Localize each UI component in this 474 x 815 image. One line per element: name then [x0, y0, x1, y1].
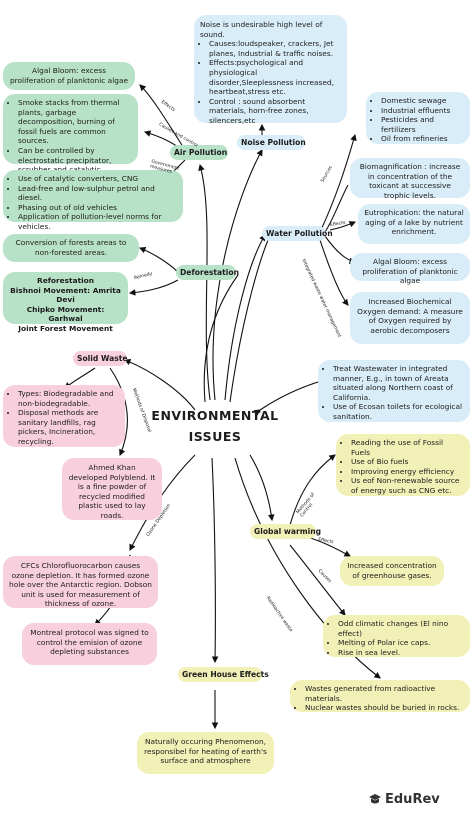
- global-causes: Odd climatic changes (El nino effect) Me…: [323, 615, 470, 657]
- branch-noise: [212, 149, 263, 401]
- global-control-2: Improving energy efficiency: [351, 467, 464, 477]
- solid-polyblend: Ahmed Khan developed Polyblend. It is a …: [62, 458, 162, 520]
- air-effects: Algal Bloom: excess proliferation of pla…: [3, 62, 135, 90]
- branch-global: [249, 454, 275, 522]
- water-treatment-0: Treat Wastewater in integrated manner, E…: [333, 364, 464, 402]
- branch-water: [224, 234, 266, 401]
- solid-type-0: Types: Biodegradable and non-biodegradab…: [18, 389, 119, 408]
- noise-detail-2: Effects:psychological and physiological …: [209, 58, 341, 96]
- global-cause-0: Odd climatic changes (El nino effect): [338, 619, 464, 638]
- water-bod: Increased Biochemical Oxygen demand: A m…: [350, 292, 470, 344]
- water-source-0: Domestic sewage: [381, 96, 464, 106]
- water-sources: Domestic sewage Industrial effluents Pes…: [366, 92, 470, 144]
- topic-solid-waste: Solid Waste: [73, 351, 128, 366]
- water-algal-bloom: Algal Bloom: excess proliferation of pla…: [350, 253, 470, 285]
- air-measure-3: Application of pollution-level norms for…: [18, 212, 177, 231]
- water-source-3: Oil from refineries: [381, 134, 464, 144]
- solid-type-1: Disposal methods are sanitary landfills,…: [18, 408, 119, 446]
- air-causes: Smoke stacks from thermal plants, garbag…: [3, 94, 138, 184]
- global-cause-2: Rise in sea level.: [338, 648, 464, 658]
- water-treatment-1: Use of Ecosan toilets for ecological san…: [333, 402, 464, 421]
- deforestation-remedy: Reforestation Bishnoi Movement: Amrita D…: [3, 272, 128, 333]
- water-source-2: Pesticides and fertilizers: [381, 115, 464, 134]
- topic-water-pollution: Water Pollution: [262, 226, 333, 241]
- solid-types: Types: Biodegradable and non-biodegradab…: [3, 385, 125, 447]
- branch-water-2: [229, 239, 269, 403]
- radio-item-0: Wastes generated from radioactive materi…: [305, 684, 464, 703]
- branch-greenhouse: [211, 457, 219, 664]
- ozone-cfc: CFCs Chlorofluorocarbon causes ozone dep…: [3, 556, 158, 608]
- global-control: Reading the use of Fossil Fuels Use of B…: [336, 434, 470, 496]
- topic-noise-pollution: Noise Pollution: [237, 135, 306, 150]
- topic-global-warming: Global warming: [250, 524, 321, 539]
- air-measure-1: Lead-free and low-sulphur petrol and die…: [18, 184, 177, 203]
- global-cause-1: Melting of Polar ice caps.: [338, 638, 464, 648]
- topic-air-pollution: Air Pollution: [170, 145, 228, 160]
- graduation-cap-icon: [369, 794, 381, 804]
- noise-detail-3: Control : sound absorbent materials, hor…: [209, 97, 341, 126]
- topic-deforestation: Deforestation: [176, 265, 239, 280]
- water-treatment: Treat Wastewater in integrated manner, E…: [318, 360, 470, 422]
- radio-item-1: Nuclear wastes should be buried in rocks…: [305, 703, 464, 713]
- title-line-2: ISSUES: [188, 429, 242, 444]
- water-biomagnification: Biomagnification : increase in concentra…: [350, 158, 470, 200]
- water-eutrophication: Eutrophication: the natural aging of a l…: [358, 204, 470, 244]
- radioactive-details: Wastes generated from radioactive materi…: [290, 680, 470, 712]
- noise-detail-0: Noise is undesirable high level of sound…: [200, 20, 323, 39]
- global-effects: Increased concentration of greenhouse ga…: [340, 556, 444, 586]
- air-measure-2: Phasing out of old vehicles: [18, 203, 177, 213]
- remedy-0: Reforestation: [37, 276, 94, 285]
- branch-radio: [234, 457, 381, 679]
- deforestation-definition: Conversion of forests areas to non-fores…: [3, 234, 139, 262]
- ozone-montreal: Montreal protocol was signed to control …: [22, 623, 157, 665]
- remedy-1: Bishnoi Movement: Amrita Devi: [10, 285, 121, 305]
- air-measure-0: Use of catalytic converters, CNG: [18, 174, 177, 184]
- air-cause-0: Smoke stacks from thermal plants, garbag…: [18, 98, 132, 146]
- noise-details: Noise is undesirable high level of sound…: [194, 15, 347, 126]
- remedy-3: Joint Forest Movement: [18, 323, 113, 333]
- global-control-1: Use of Bio fuels: [351, 457, 464, 467]
- greenhouse-details: Naturally occuring Phenomenon, responsib…: [137, 732, 274, 774]
- topic-green-house: Green House Effects: [178, 667, 269, 682]
- air-measures: Use of catalytic converters, CNG Lead-fr…: [3, 170, 183, 231]
- noise-detail-1: Causes:loudspeaker, crackers, Jet planes…: [209, 39, 341, 58]
- branch-deforestation: [203, 274, 239, 403]
- water-source-1: Industrial effluents: [381, 106, 464, 116]
- center-title: ENVIRONMENTAL ISSUES: [150, 405, 280, 447]
- global-control-3: Us eof Non-renewable source of energy su…: [351, 476, 464, 495]
- title-line-1: ENVIRONMENTAL: [151, 408, 279, 423]
- remedy-2: Chipko Movement: Garhwal: [26, 304, 105, 324]
- brand-logo: EduRev: [385, 792, 440, 807]
- global-control-0: Reading the use of Fossil Fuels: [351, 438, 464, 457]
- branch-solid: [123, 358, 196, 411]
